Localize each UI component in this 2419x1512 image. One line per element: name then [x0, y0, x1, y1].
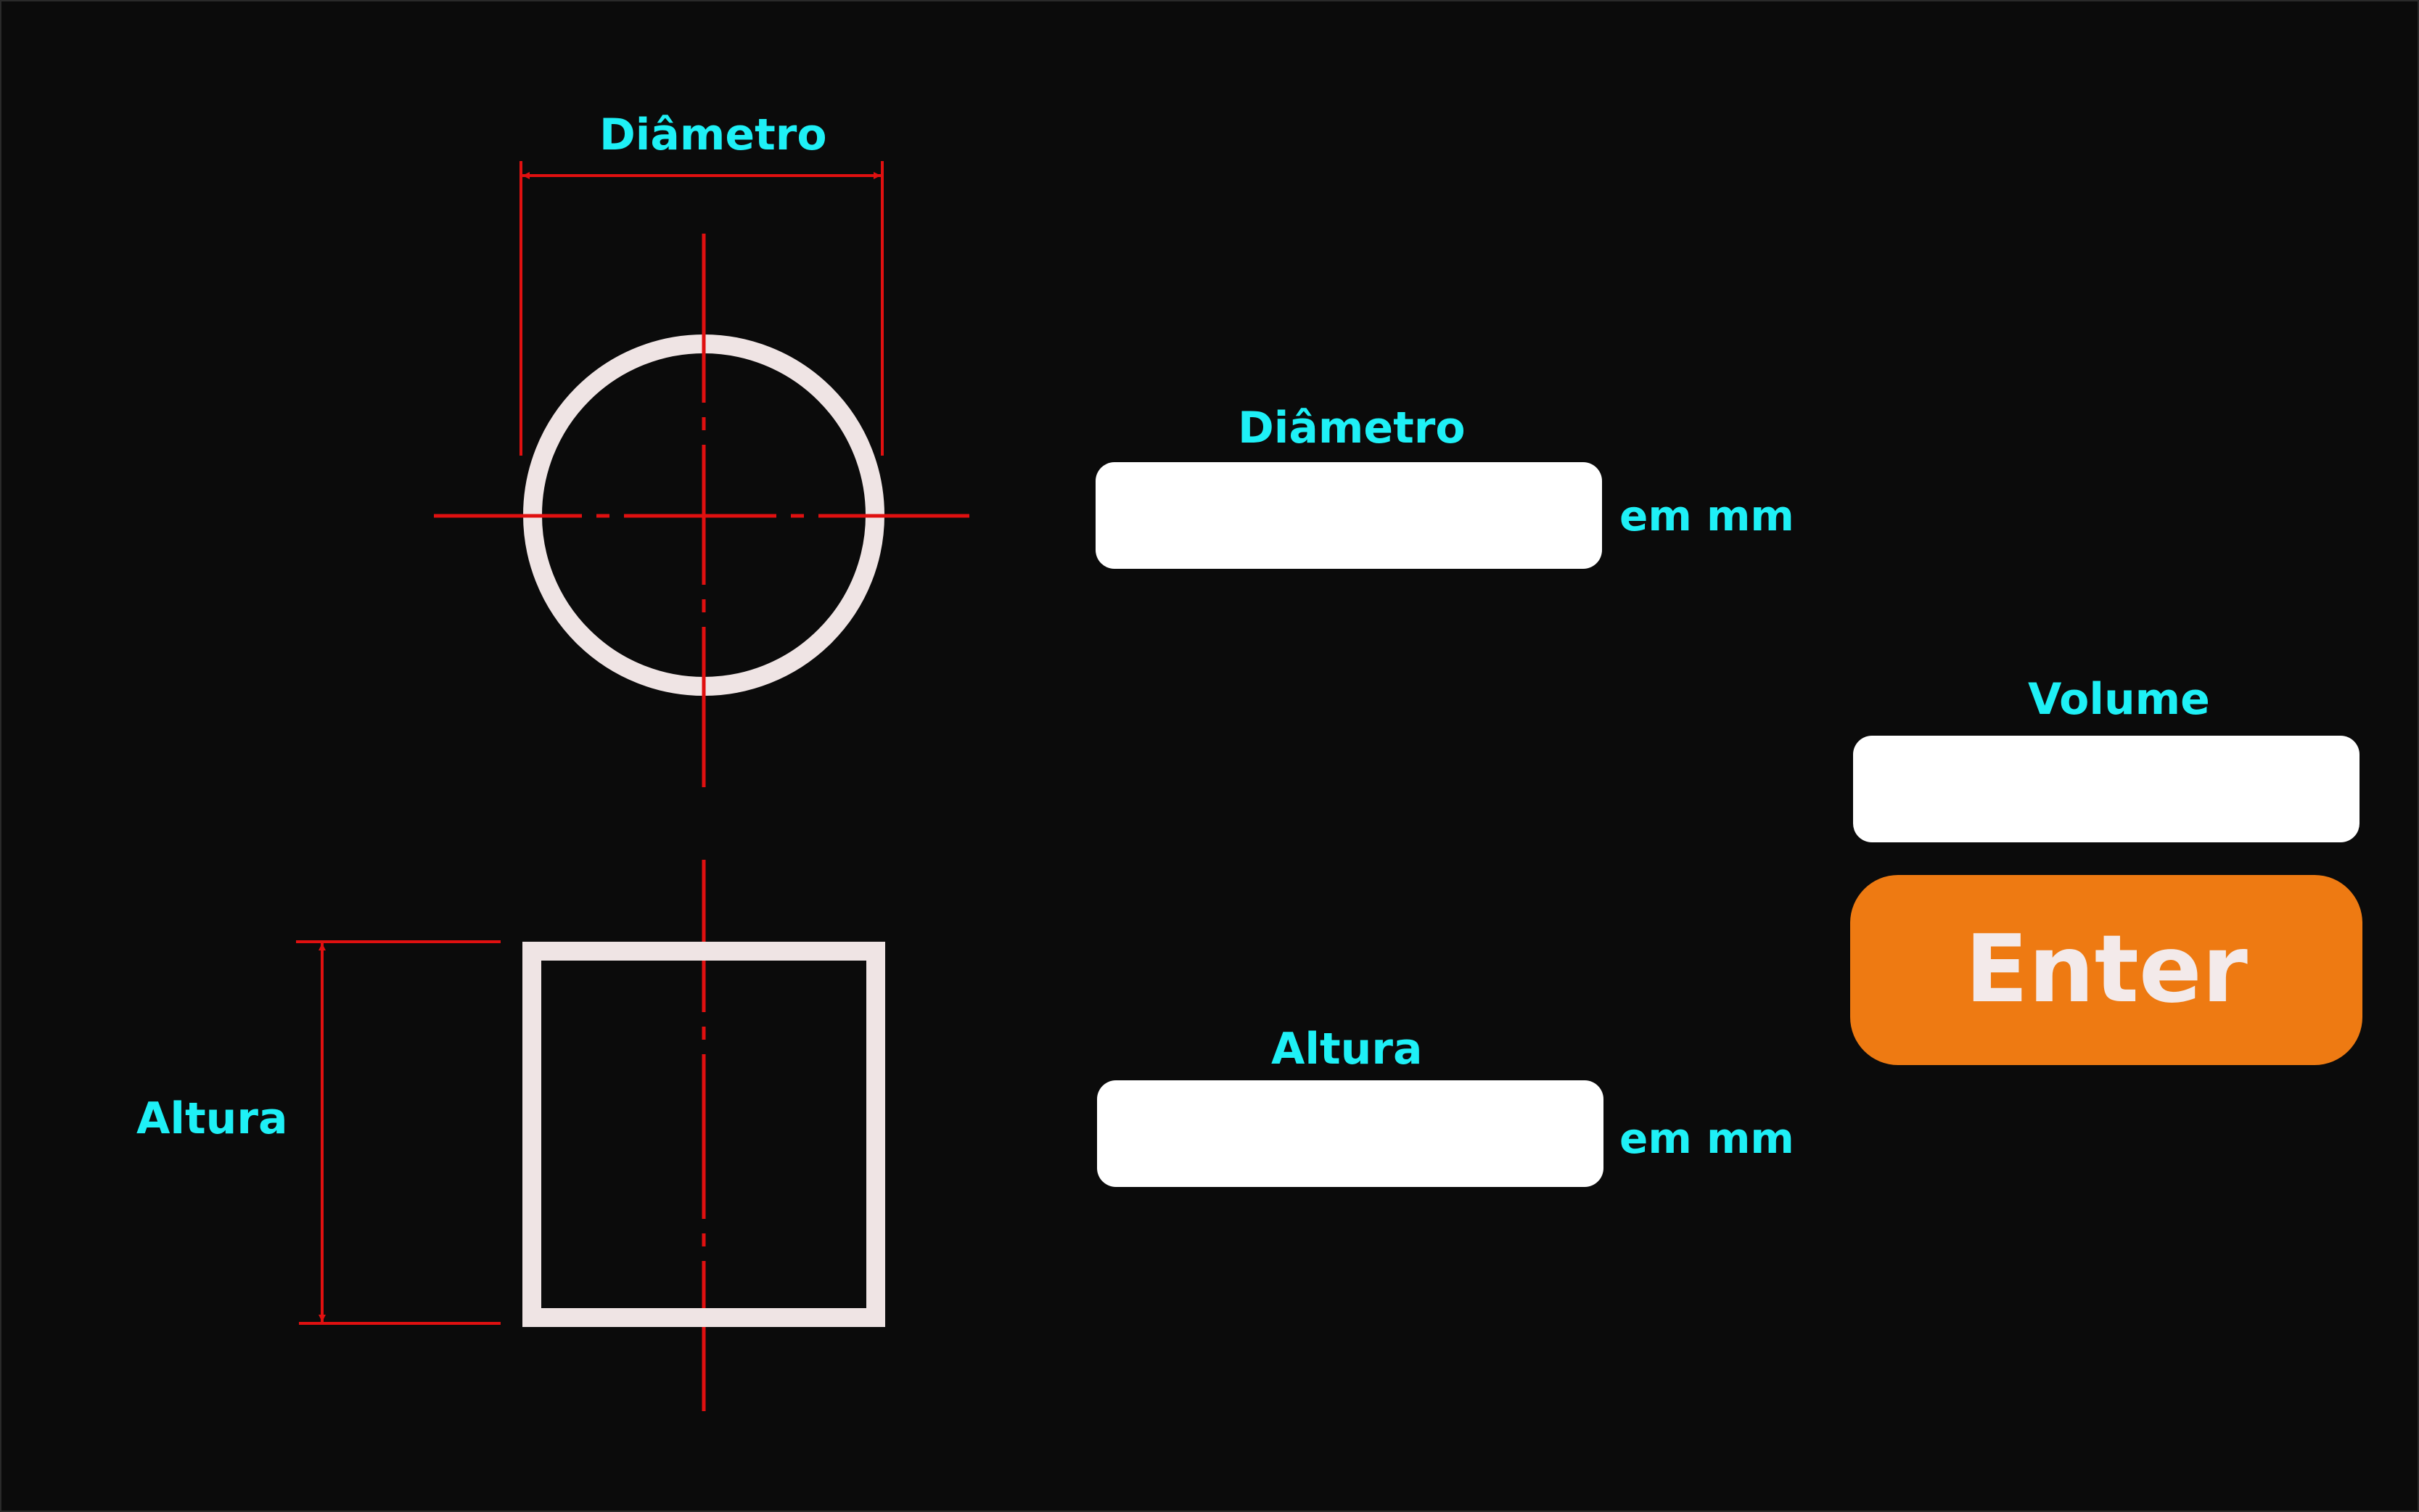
- diameter-unit-label: em mm: [1619, 495, 1794, 537]
- volume-field-label: Volume: [2028, 678, 2210, 721]
- height-unit-label: em mm: [1619, 1117, 1794, 1159]
- enter-button[interactable]: Enter: [1850, 875, 2362, 1065]
- volume-output[interactable]: [1853, 736, 2360, 842]
- drawing-diameter-label: Diâmetro: [599, 113, 827, 157]
- diameter-field-label: Diâmetro: [1238, 406, 1466, 450]
- diameter-input[interactable]: [1096, 462, 1602, 569]
- height-field-label: Altura: [1271, 1027, 1422, 1071]
- height-input[interactable]: [1097, 1080, 1603, 1187]
- drawing-height-label: Altura: [136, 1097, 287, 1141]
- height-dimension: [296, 942, 501, 1323]
